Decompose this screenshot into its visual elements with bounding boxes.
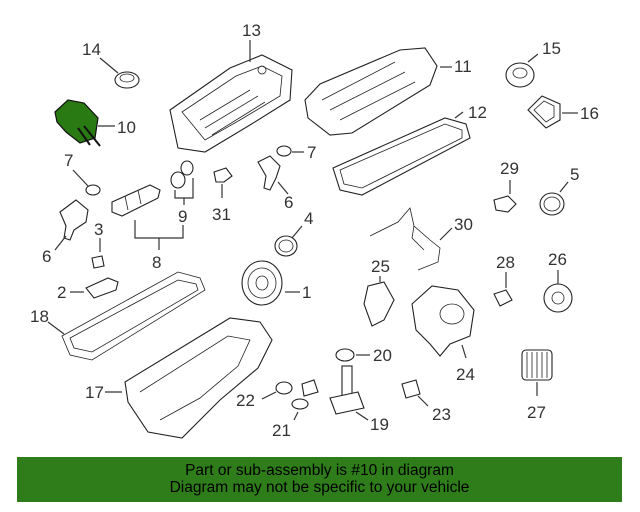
callout-16[interactable]: 16 <box>580 104 599 123</box>
part-19-oil-level-sensor[interactable] <box>329 365 365 415</box>
callout-11[interactable]: 11 <box>454 57 472 76</box>
part-18-oil-pan-gasket[interactable] <box>61 271 206 361</box>
callout-19[interactable]: 19 <box>370 415 389 434</box>
callout-22[interactable]: 22 <box>236 391 255 410</box>
callout-5[interactable]: 5 <box>570 165 579 184</box>
part-29-sensor[interactable] <box>493 195 517 213</box>
part-15-cap[interactable] <box>505 62 535 88</box>
part-31-sensor[interactable] <box>213 167 233 183</box>
part-7-o-ring-left[interactable] <box>85 184 101 196</box>
callout-6-right[interactable]: 6 <box>284 193 293 212</box>
part-6-sensor-left[interactable] <box>59 199 89 241</box>
callout-18[interactable]: 18 <box>30 307 49 326</box>
banner-line-1: Part or sub-assembly is #10 in diagram <box>185 462 454 479</box>
part-9-seal-rings[interactable] <box>170 160 194 189</box>
part-12-valve-cover-gasket[interactable] <box>332 117 471 196</box>
callout-1[interactable]: 1 <box>302 283 311 302</box>
callout-28[interactable]: 28 <box>496 253 515 272</box>
callout-14[interactable]: 14 <box>82 40 101 59</box>
part-3-bolt[interactable] <box>91 255 105 269</box>
callout-13[interactable]: 13 <box>242 21 261 40</box>
part-17-oil-pan[interactable] <box>124 317 273 439</box>
callout-3[interactable]: 3 <box>94 220 103 239</box>
part-4-o-ring[interactable] <box>274 235 298 257</box>
part-24-oil-filter-housing[interactable] <box>411 285 475 357</box>
callout-27[interactable]: 27 <box>527 403 546 422</box>
callout-25[interactable]: 25 <box>371 257 390 276</box>
callout-12[interactable]: 12 <box>468 103 487 122</box>
banner-line-2: Diagram may not be specific to your vehi… <box>169 479 470 496</box>
callout-2[interactable]: 2 <box>57 283 66 302</box>
part-21-drain-plug[interactable] <box>291 379 319 410</box>
part-10-highlighted[interactable] <box>54 99 101 147</box>
part-26-filter-cap[interactable] <box>543 283 573 313</box>
callout-29[interactable]: 29 <box>500 159 519 178</box>
part-22-o-ring[interactable] <box>275 381 293 395</box>
info-banner: Part or sub-assembly is #10 in diagram D… <box>17 457 622 502</box>
part-27-oil-filter[interactable] <box>521 349 553 381</box>
part-2-sensor[interactable] <box>85 277 119 299</box>
callout-21[interactable]: 21 <box>272 421 291 440</box>
callout-26[interactable]: 26 <box>548 250 567 269</box>
part-30-wire-harness[interactable] <box>369 207 441 271</box>
callout-30[interactable]: 30 <box>454 215 473 234</box>
callout-17[interactable]: 17 <box>85 383 104 402</box>
part-5-o-ring[interactable] <box>539 192 565 216</box>
parts-diagram: 13 14 10 11 12 15 16 7 <box>30 21 599 440</box>
callout-10[interactable]: 10 <box>117 118 136 137</box>
callout-6-left[interactable]: 6 <box>42 247 51 266</box>
callout-23[interactable]: 23 <box>432 405 451 424</box>
callout-9[interactable]: 9 <box>178 207 187 226</box>
callout-24[interactable]: 24 <box>456 365 475 384</box>
part-25-bracket[interactable] <box>363 281 395 327</box>
part-11-valve-cover[interactable] <box>304 47 438 136</box>
callout-31[interactable]: 31 <box>212 205 231 224</box>
part-16-seal[interactable] <box>527 95 561 129</box>
part-7-o-ring-right[interactable] <box>276 145 292 157</box>
part-28-sensor[interactable] <box>493 289 513 307</box>
part-23-sensor[interactable] <box>401 379 421 399</box>
part-20-seal[interactable] <box>335 348 355 362</box>
callout-20[interactable]: 20 <box>373 346 392 365</box>
callout-7-left[interactable]: 7 <box>64 151 73 170</box>
part-8-solenoid-valve[interactable] <box>111 184 161 217</box>
part-13-engine-cover[interactable] <box>169 54 293 153</box>
callout-15[interactable]: 15 <box>542 39 561 58</box>
part-6-sensor-right[interactable] <box>257 155 281 191</box>
part-14-oil-cap[interactable] <box>114 71 140 89</box>
part-1-pulley[interactable] <box>241 260 283 306</box>
callout-7-right[interactable]: 7 <box>307 143 316 162</box>
callout-4[interactable]: 4 <box>304 209 313 228</box>
callout-8[interactable]: 8 <box>152 253 161 272</box>
